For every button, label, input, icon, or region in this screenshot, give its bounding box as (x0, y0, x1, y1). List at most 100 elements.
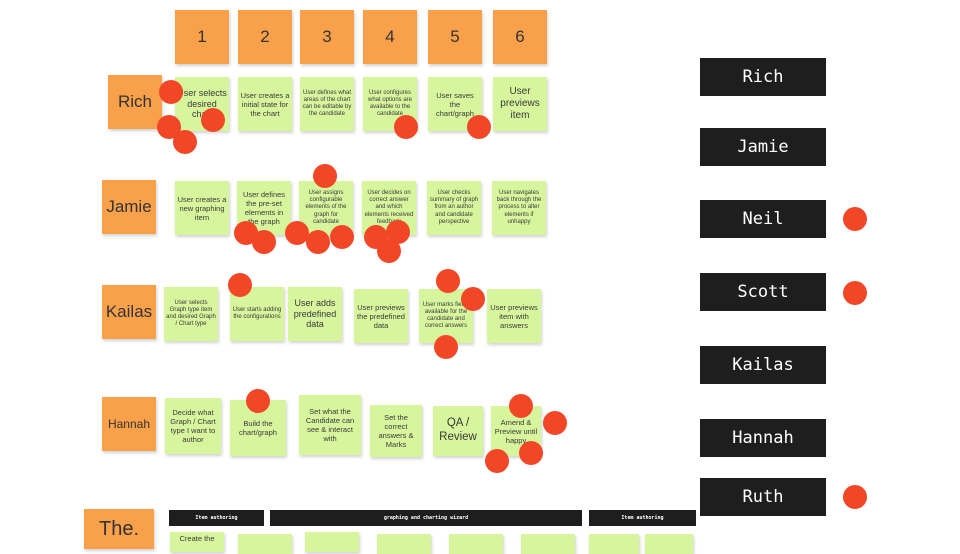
section-header-bar: graphing and charting wizard (270, 510, 582, 526)
vote-dot[interactable] (434, 335, 458, 359)
step-number-label: 4 (385, 26, 395, 46)
voter-tag-hannah[interactable]: Hannah (700, 419, 826, 457)
participant-label: Rich (117, 91, 152, 111)
vote-dot[interactable] (843, 281, 867, 305)
sticky-note[interactable] (645, 534, 693, 554)
step-number-note[interactable]: 1 (175, 10, 229, 64)
sticky-note[interactable]: User checks summary of graph from an aut… (427, 181, 481, 235)
sticky-note[interactable]: Build the chart/graph (230, 400, 286, 456)
sticky-note[interactable]: User marks fields available for the cand… (419, 289, 473, 343)
sticky-note[interactable]: User previews item with answers (487, 289, 541, 343)
sticky-note[interactable] (521, 534, 575, 554)
participant-note-jamie[interactable]: Jamie (102, 180, 156, 234)
step-number-note[interactable]: 4 (363, 10, 417, 64)
vote-dot[interactable] (509, 394, 533, 418)
sticky-note[interactable]: User configures what options are availab… (363, 77, 417, 131)
vote-dot[interactable] (246, 389, 270, 413)
vote-dot[interactable] (377, 239, 401, 263)
note-text: User checks summary of graph from an aut… (429, 190, 479, 225)
sticky-note[interactable]: User selects Graph type item and desired… (164, 287, 218, 341)
note-text: User decides on correct answer and which… (364, 190, 414, 225)
vote-dot[interactable] (436, 269, 460, 293)
note-text: Build the chart/graph (239, 419, 277, 437)
step-number-label: 3 (322, 26, 332, 46)
note-text: User saves the chart/graph (436, 90, 474, 118)
participant-note-rich[interactable]: Rich (108, 75, 162, 129)
voter-tag-jamie[interactable]: Jamie (700, 128, 826, 166)
voter-tag-ruth[interactable]: Ruth (700, 478, 826, 516)
sticky-note[interactable] (238, 534, 292, 554)
note-text: User previews item (500, 86, 540, 121)
sticky-note[interactable]: User adds predefined data (288, 287, 342, 341)
vote-dot[interactable] (252, 230, 276, 254)
step-number-note[interactable]: 5 (428, 10, 482, 64)
note-text: Set the correct answers & Marks (378, 413, 414, 449)
note-text: Set what the Candidate can see & interac… (305, 407, 355, 443)
note-text: User navigates back through the process … (496, 190, 542, 225)
note-text: Decide what Graph / Chart type I want to… (170, 408, 216, 444)
voter-name: Rich (742, 67, 784, 87)
voter-name: Kailas (732, 355, 794, 375)
note-text: Amend & Preview until happy (494, 417, 538, 445)
note-text: User previews item with answers (490, 302, 538, 330)
sticky-note[interactable]: User previews item (493, 77, 547, 131)
vote-dot[interactable] (201, 108, 225, 132)
sticky-note[interactable] (589, 534, 639, 554)
vote-dot[interactable] (285, 221, 309, 245)
note-text: User starts adding the configurations (232, 306, 282, 320)
voter-tag-rich[interactable]: Rich (700, 58, 826, 96)
step-number-note[interactable]: 6 (493, 10, 547, 64)
sticky-note[interactable]: Set the correct answers & Marks (370, 405, 422, 457)
vote-dot[interactable] (467, 115, 491, 139)
step-number-note[interactable]: 2 (238, 10, 292, 64)
note-text: User creates a new graphing item (177, 194, 227, 222)
participant-note-hannah[interactable]: Hannah (102, 397, 156, 451)
sticky-note[interactable]: Decide what Graph / Chart type I want to… (165, 398, 221, 454)
sticky-note[interactable]: User previews the predefined data (354, 289, 408, 343)
voter-tag-kailas[interactable]: Kailas (700, 346, 826, 384)
vote-dot[interactable] (173, 130, 197, 154)
section-header-bar: Item authoring (589, 510, 696, 526)
vote-dot[interactable] (485, 449, 509, 473)
sticky-note[interactable]: Create the (170, 532, 224, 552)
sticky-note[interactable]: QA / Review (433, 406, 483, 456)
note-text: Create the (179, 534, 215, 543)
voter-tag-neil[interactable]: Neil (700, 200, 826, 238)
step-number-note[interactable]: 3 (300, 10, 354, 64)
vote-dot[interactable] (519, 441, 543, 465)
voter-tag-scott[interactable]: Scott (700, 273, 826, 311)
vote-dot[interactable] (394, 115, 418, 139)
step-number-label: 5 (450, 26, 460, 46)
sticky-note[interactable]: User creates a new graphing item (175, 181, 229, 235)
participant-note-kailas[interactable]: Kailas (102, 285, 156, 339)
step-number-label: 1 (197, 26, 207, 46)
participant-label: Jamie (106, 196, 152, 216)
sticky-note[interactable]: User defines what areas of the chart can… (300, 77, 354, 131)
sticky-note[interactable] (377, 534, 431, 554)
vote-dot[interactable] (461, 287, 485, 311)
vote-dot[interactable] (843, 207, 867, 231)
section-header-label: Item authoring (195, 515, 238, 521)
vote-dot[interactable] (843, 485, 867, 509)
sticky-note[interactable]: Set what the Candidate can see & interac… (299, 395, 361, 455)
vote-dot[interactable] (543, 411, 567, 435)
step-number-label: 2 (260, 26, 270, 46)
note-text: User defines the pre-set elements in the… (242, 190, 286, 226)
section-header-label: Item authoring (621, 515, 664, 521)
sticky-note[interactable] (305, 532, 359, 552)
bottom-label-note[interactable]: The. (84, 509, 154, 549)
sticky-note[interactable]: User creates a initial state for the cha… (238, 77, 292, 131)
section-header-bar: Item authoring (169, 510, 264, 526)
vote-dot[interactable] (330, 225, 354, 249)
sticky-note[interactable] (449, 534, 503, 554)
section-header-label: graphing and charting wizard (383, 515, 469, 521)
sticky-note[interactable]: User navigates back through the process … (492, 181, 546, 235)
vote-dot[interactable] (228, 273, 252, 297)
vote-dot[interactable] (159, 80, 183, 104)
voter-name: Jamie (737, 137, 789, 157)
vote-dot[interactable] (313, 164, 337, 188)
vote-dot[interactable] (306, 230, 330, 254)
voter-name: Ruth (742, 487, 784, 507)
note-text: User selects Graph type item and desired… (166, 299, 216, 328)
note-text: User marks fields available for the cand… (422, 301, 470, 330)
